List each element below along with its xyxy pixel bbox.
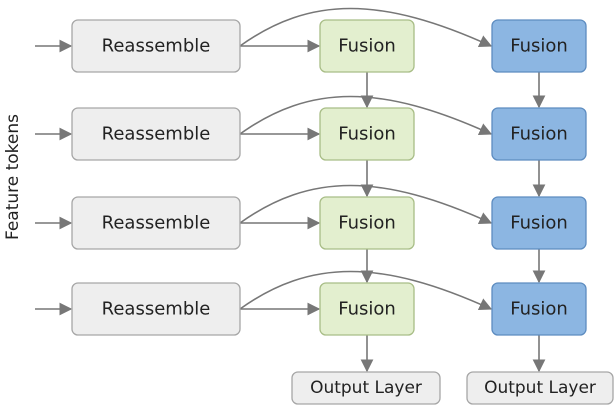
fusion-green-label-1: Fusion [338, 36, 396, 57]
output-layer-right-box: Output Layer [466, 371, 614, 405]
reassemble-rect-3 [71, 196, 241, 250]
fusion-green-rect-3 [319, 196, 415, 250]
reassemble-to-blue-fusion-curve-4 [239, 270, 493, 311]
fusion-blue-rect-2 [491, 107, 587, 161]
reassemble-label-3: Reassemble [102, 213, 211, 234]
reassemble-to-blue-fusion-curve-1 [239, 7, 493, 48]
reassemble-box-4: Reassemble [71, 282, 241, 336]
reassemble-rect-1 [71, 19, 241, 73]
fusion-blue-rect-3 [491, 196, 587, 250]
fusion-blue-rect-1 [491, 19, 587, 73]
fusion-green-label-3: Fusion [338, 213, 396, 234]
fusion-blue-label-3: Fusion [510, 213, 568, 234]
fusion-blue-label-1: Fusion [510, 36, 568, 57]
output-layer-left-rect [291, 371, 441, 405]
output-layer-right-label: Output Layer [484, 378, 596, 398]
fusion-green-box-3: Fusion [319, 196, 415, 250]
reassemble-box-1: Reassemble [71, 19, 241, 73]
fusion-blue-box-2: Fusion [491, 107, 587, 161]
reassemble-label-1: Reassemble [102, 36, 211, 57]
reassemble-label-2: Reassemble [102, 124, 211, 145]
reassemble-rect-2 [71, 107, 241, 161]
fusion-blue-box-4: Fusion [491, 282, 587, 336]
fusion-blue-box-3: Fusion [491, 196, 587, 250]
fusion-green-box-1: Fusion [319, 19, 415, 73]
reassemble-label-4: Reassemble [102, 299, 211, 320]
fusion-blue-label-4: Fusion [510, 299, 568, 320]
fusion-green-label-2: Fusion [338, 124, 396, 145]
fusion-green-rect-2 [319, 107, 415, 161]
reassemble-to-blue-fusion-curve-3 [239, 184, 493, 225]
reassemble-rect-4 [71, 282, 241, 336]
reassemble-box-3: Reassemble [71, 196, 241, 250]
output-layer-left-label: Output Layer [310, 378, 422, 398]
fusion-green-rect-4 [319, 282, 415, 336]
reassemble-to-blue-fusion-curve-2 [239, 95, 493, 136]
output-layer-right-rect [466, 371, 614, 405]
fusion-green-rect-1 [319, 19, 415, 73]
fusion-blue-rect-4 [491, 282, 587, 336]
fusion-green-box-2: Fusion [319, 107, 415, 161]
reassemble-box-2: Reassemble [71, 107, 241, 161]
fusion-blue-box-1: Fusion [491, 19, 587, 73]
fusion-green-box-4: Fusion [319, 282, 415, 336]
output-layer-left-box: Output Layer [291, 371, 441, 405]
fusion-blue-label-2: Fusion [510, 124, 568, 145]
fusion-green-label-4: Fusion [338, 299, 396, 320]
